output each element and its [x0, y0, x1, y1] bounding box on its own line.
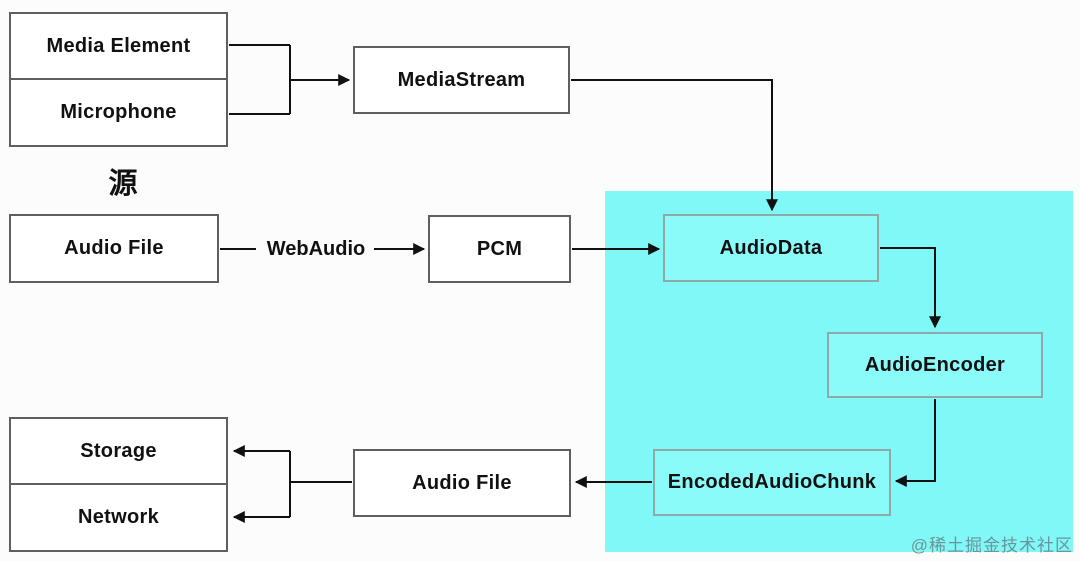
webaudio-edge-label: WebAudio	[266, 237, 366, 260]
node-audiodata-label: AudioData	[719, 236, 823, 259]
node-network: Network	[9, 483, 228, 552]
node-audio-file-source-label: Audio File	[64, 237, 164, 259]
node-audiodata: AudioData	[663, 214, 879, 282]
juejin-watermark: @稀土掘金技术社区	[910, 536, 1073, 555]
node-media-element-label: Media Element	[46, 34, 191, 57]
node-storage-label: Storage	[80, 439, 157, 462]
node-encodedaudiochunk-label: EncodedAudioChunk	[667, 471, 877, 493]
node-mediastream-label: MediaStream	[397, 68, 526, 91]
node-audio-file-source: Audio File	[9, 214, 219, 283]
edge-audioencoder-to-encodedaudiochunk	[894, 399, 936, 487]
node-network-label: Network	[77, 506, 159, 528]
node-audio-file-output: Audio File	[353, 449, 571, 517]
node-media-element: Media Element	[9, 12, 228, 80]
node-audioencoder-label: AudioEncoder	[864, 353, 1006, 376]
node-encodedaudiochunk: EncodedAudioChunk	[653, 449, 891, 516]
node-storage: Storage	[9, 417, 228, 485]
edge-mediastream-to-audiodata	[571, 79, 778, 212]
edge-sources-bracket	[229, 44, 291, 115]
node-audioencoder: AudioEncoder	[827, 332, 1043, 398]
node-pcm: PCM	[428, 215, 571, 283]
edge-audiodata-to-audioencoder	[880, 247, 941, 329]
node-audio-file-output-label: Audio File	[412, 471, 512, 494]
edge-output-bracket	[289, 451, 352, 517]
node-mediastream: MediaStream	[353, 46, 570, 114]
node-microphone: Microphone	[9, 78, 228, 147]
node-microphone-label: Microphone	[60, 101, 177, 123]
source-group-label: 源	[108, 168, 138, 200]
node-pcm-label: PCM	[476, 237, 523, 260]
